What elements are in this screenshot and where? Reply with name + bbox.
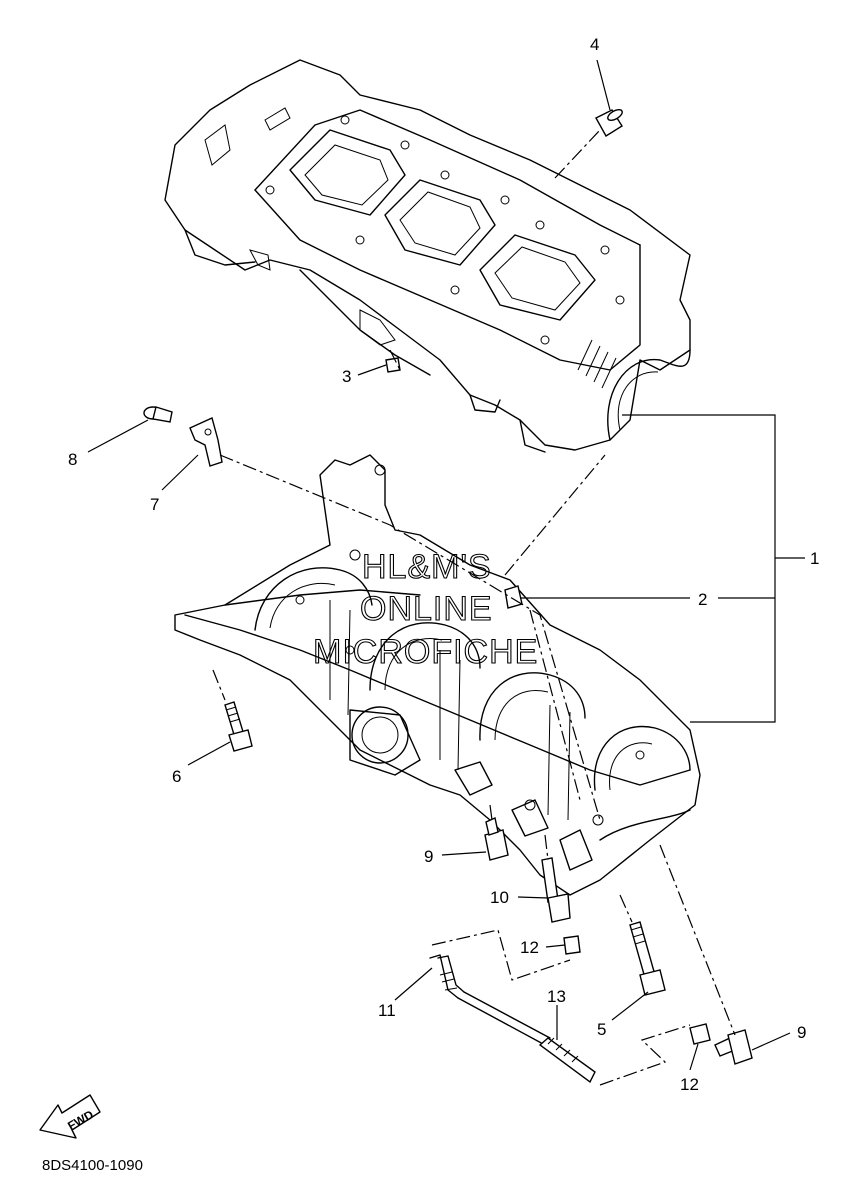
watermark: HL&M'S ONLINE MICROFICHE — [312, 547, 538, 671]
hose-11 — [429, 954, 551, 1046]
cap-12-lower — [689, 1023, 711, 1045]
callout-11: 11 — [378, 1001, 396, 1020]
assembly-lines — [212, 129, 736, 1086]
lower-crankcase — [174, 454, 701, 896]
callout-10: 10 — [490, 888, 509, 907]
callout-12-upper: 12 — [520, 938, 539, 957]
callout-6: 6 — [172, 767, 181, 786]
callout-1: 1 — [810, 549, 819, 568]
bracket-7 — [189, 417, 223, 467]
watermark-line-2: ONLINE — [360, 590, 493, 628]
watermark-line-1: HL&M'S — [362, 548, 492, 586]
fwd-arrow-icon: FWD — [39, 1094, 101, 1139]
union-9-right — [714, 1029, 753, 1065]
bolt-6 — [224, 701, 253, 752]
callout-8: 8 — [68, 450, 77, 469]
upper-crankcase — [164, 59, 691, 453]
callout-5: 5 — [597, 1020, 606, 1039]
cap-12-upper — [563, 935, 581, 955]
watermark-line-3: MICROFICHE — [313, 633, 538, 671]
callout-2: 2 — [698, 590, 707, 609]
bolt-5 — [629, 921, 666, 996]
bolt-8 — [143, 406, 173, 423]
union-9-center — [484, 817, 509, 861]
leader-lines — [87, 59, 805, 1071]
fitting-10 — [541, 857, 571, 923]
callout-7: 7 — [150, 495, 159, 514]
callout-12-lower: 12 — [680, 1075, 699, 1094]
callout-9-right: 9 — [797, 1023, 806, 1042]
callout-9-center: 9 — [424, 847, 433, 866]
callout-3: 3 — [342, 367, 351, 386]
diagram-part-code: 8DS4100-1090 — [42, 1157, 143, 1174]
callouts: 4 3 8 7 1 2 6 9 10 12 11 13 5 9 12 — [68, 35, 819, 1094]
callout-13: 13 — [547, 987, 566, 1006]
callout-4: 4 — [590, 35, 599, 54]
hose-13 — [538, 1037, 596, 1084]
